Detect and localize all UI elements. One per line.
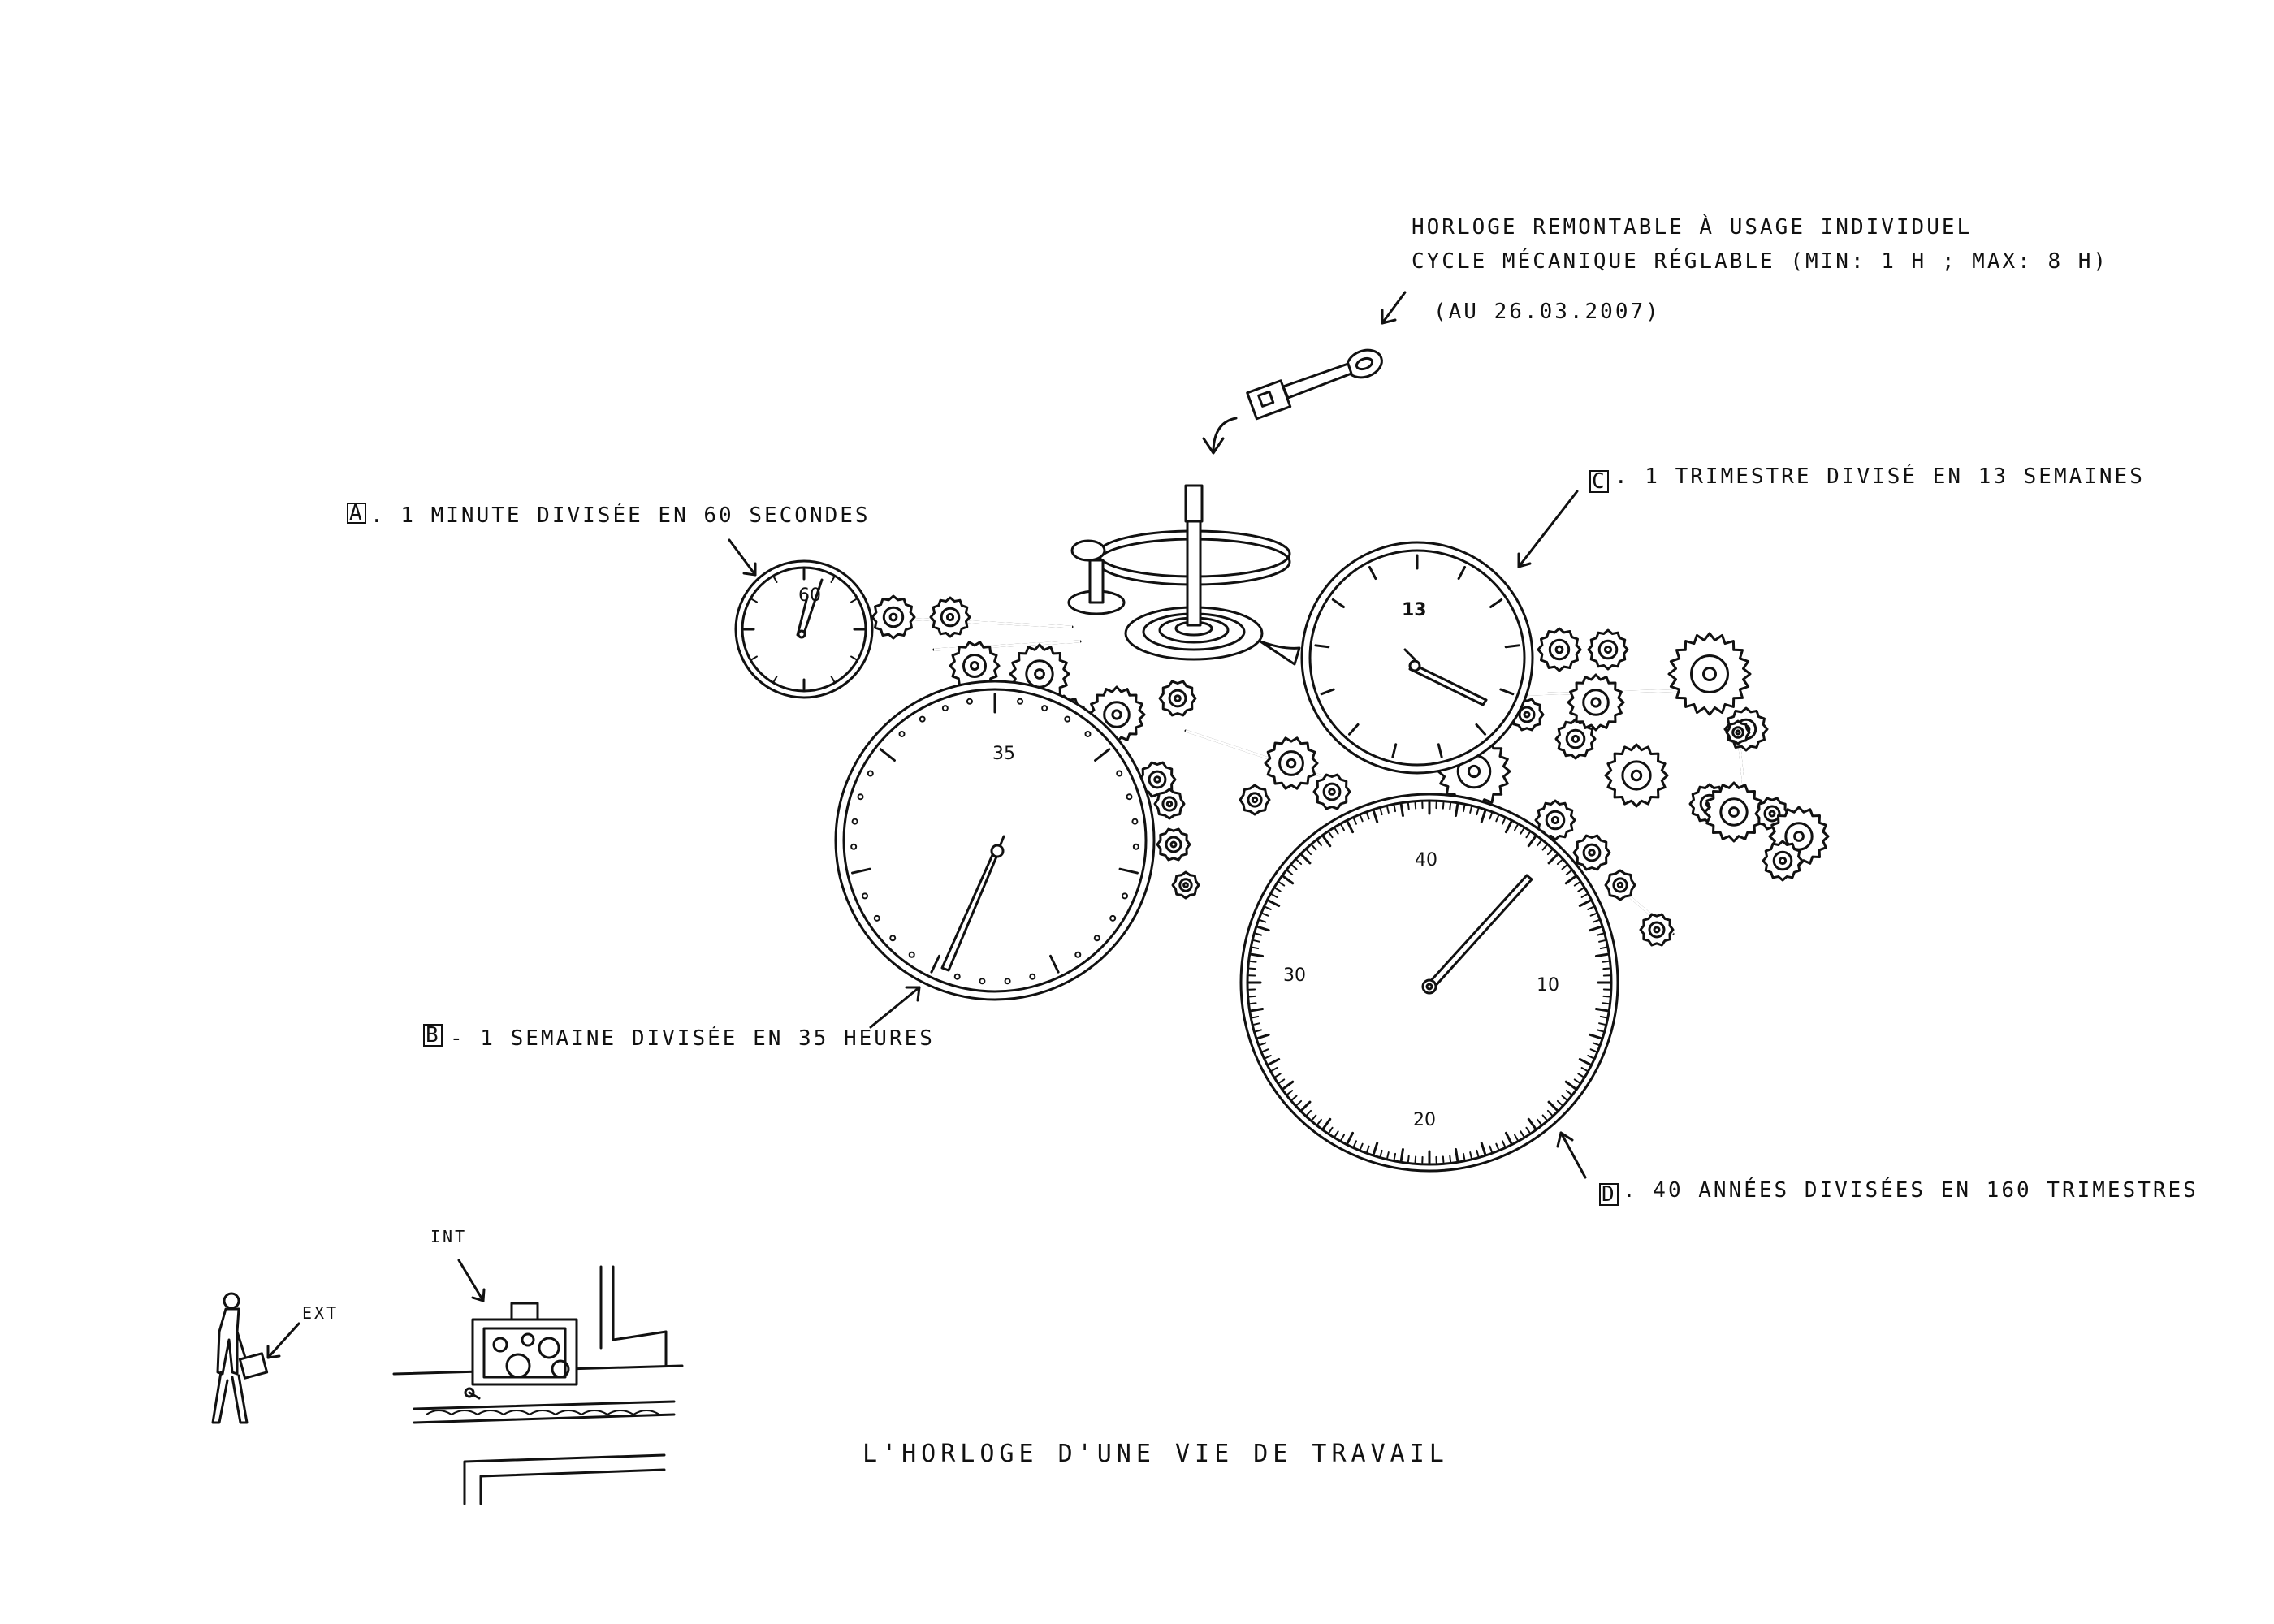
axle-core <box>934 641 1080 650</box>
tick-mark <box>1394 1154 1395 1160</box>
tick-mark <box>1603 969 1609 970</box>
tick-mark <box>1408 804 1409 810</box>
dial-a: 60 <box>736 561 872 698</box>
gear-icon <box>1606 870 1635 900</box>
dial-b: 35 <box>836 681 1154 1000</box>
gear-icon <box>1173 872 1199 898</box>
tick-mark <box>1408 1156 1409 1162</box>
gear-icon <box>1641 914 1673 945</box>
gear-icon <box>1568 675 1623 730</box>
header-line-1: HORLOGE REMONTABLE À USAGE INDIVIDUEL <box>1412 214 1972 240</box>
label-b-text: - 1 SEMAINE DIVISÉE EN 35 HEURES <box>450 1025 935 1051</box>
label-d-arrow-icon <box>1558 1133 1585 1177</box>
tick-mark <box>1251 1003 1256 1004</box>
tick-mark <box>1603 961 1609 962</box>
tick-mark <box>1250 996 1256 997</box>
label-c-arrow-icon <box>1519 491 1577 567</box>
tick-mark <box>1250 969 1256 970</box>
dial-d: 40 10 20 30 <box>1241 794 1618 1171</box>
tick-mark <box>1603 1003 1609 1004</box>
dial-c: 13 <box>1302 542 1533 773</box>
label-c-text: . 1 TRIMESTRE DIVISÉ EN 13 SEMAINES <box>1615 463 2145 489</box>
gear-icon <box>1155 789 1184 818</box>
gear-icon <box>1669 633 1750 715</box>
tick-mark <box>1506 646 1519 647</box>
label-a-arrow-icon <box>729 540 755 575</box>
gear-icon <box>1240 785 1269 814</box>
dial-d-number-10: 10 <box>1537 975 1559 996</box>
header-line-2: CYCLE MÉCANIQUE RÉGLABLE (MIN: 1 H ; MAX… <box>1412 248 2108 274</box>
ext-label: EXT <box>302 1303 339 1323</box>
gear-icon <box>1727 721 1749 744</box>
tick-mark <box>1463 806 1464 811</box>
header-line-3: (AU 26.03.2007) <box>1433 300 1661 324</box>
label-a-text: . 1 MINUTE DIVISÉE EN 60 SECONDES <box>370 502 871 528</box>
tick-mark <box>1251 961 1256 962</box>
dial-d-number-40: 40 <box>1415 850 1437 870</box>
dial-b-number: 35 <box>992 744 1015 764</box>
gear-icon <box>1538 628 1580 671</box>
interior-scene <box>394 1267 682 1504</box>
label-d-text: . 40 ANNÉES DIVISÉES EN 160 TRIMESTRES <box>1623 1177 2198 1203</box>
tick-mark <box>1463 1154 1464 1160</box>
gear-icon <box>1157 829 1190 860</box>
label-a-letter: A <box>349 501 365 525</box>
dial-d-number-20: 20 <box>1413 1110 1436 1130</box>
header-annotation: HORLOGE REMONTABLE À USAGE INDIVIDUEL CY… <box>1382 214 2108 324</box>
gear-icon <box>1314 775 1350 809</box>
diagram-title: L'HORLOGE D'UNE VIE DE TRAVAIL <box>862 1440 1449 1468</box>
gear-icon <box>1606 745 1667 806</box>
label-d: D . 40 ANNÉES DIVISÉES EN 160 TRIMESTRES <box>1558 1133 2198 1207</box>
gear-icon <box>1574 836 1610 870</box>
winding-key-icon <box>1247 345 1386 418</box>
header-arrow-icon <box>1382 292 1405 323</box>
gear-icon <box>1589 630 1628 669</box>
walking-person-icon <box>213 1294 267 1423</box>
tick-mark <box>1316 646 1329 647</box>
label-c: C . 1 TRIMESTRE DIVISÉ EN 13 SEMAINES <box>1519 463 2145 567</box>
gear-icon <box>931 598 970 637</box>
mainspring-assembly <box>1069 486 1299 664</box>
tick-mark <box>1443 1156 1444 1162</box>
label-b: B - 1 SEMAINE DIVISÉE EN 35 HEURES <box>424 987 935 1051</box>
label-b-arrow-icon <box>871 987 919 1027</box>
tick-mark <box>1394 806 1395 811</box>
label-d-letter: D <box>1602 1182 1617 1207</box>
tick-mark <box>1603 996 1609 997</box>
dial-d-number-30: 30 <box>1283 965 1306 986</box>
tick-mark <box>1443 803 1444 809</box>
gear-icon <box>1160 681 1195 715</box>
label-c-letter: C <box>1592 469 1607 494</box>
gear-icon <box>1265 738 1317 788</box>
dial-c-number: 13 <box>1402 600 1427 620</box>
gear-icon <box>872 596 914 638</box>
int-arrow-icon <box>459 1260 484 1301</box>
label-b-letter: B <box>426 1023 441 1047</box>
int-label: INT <box>430 1227 467 1246</box>
gear-icon <box>1705 783 1763 841</box>
curved-arrow-icon <box>1204 418 1236 453</box>
ext-arrow-icon <box>268 1324 299 1358</box>
